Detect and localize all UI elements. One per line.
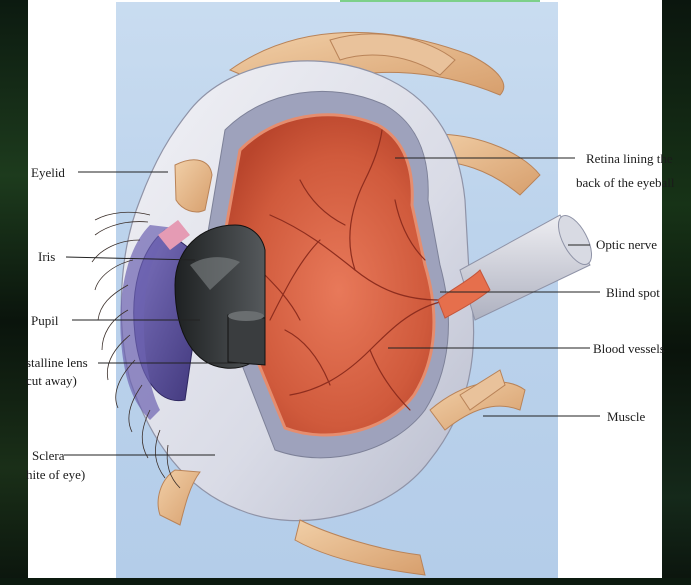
label-lens-line1: stalline lens (26, 354, 88, 371)
label-blind-spot: Blind spot (606, 284, 660, 301)
label-sclera-line2: hite of eye) (26, 466, 85, 483)
label-retina-line1: Retina lining the (586, 150, 673, 167)
label-sclera-line1: Sclera (32, 447, 64, 464)
label-blood-vessels: Blood vessels (593, 340, 665, 357)
label-muscle: Muscle (607, 408, 645, 425)
label-eyelid: Eyelid (31, 164, 65, 181)
label-optic-nerve: Optic nerve (596, 236, 657, 253)
label-pupil: Pupil (31, 312, 58, 329)
label-lens-line2: cut away) (26, 372, 77, 389)
label-iris: Iris (38, 248, 55, 265)
label-retina-line2: back of the eyeball (576, 174, 675, 191)
